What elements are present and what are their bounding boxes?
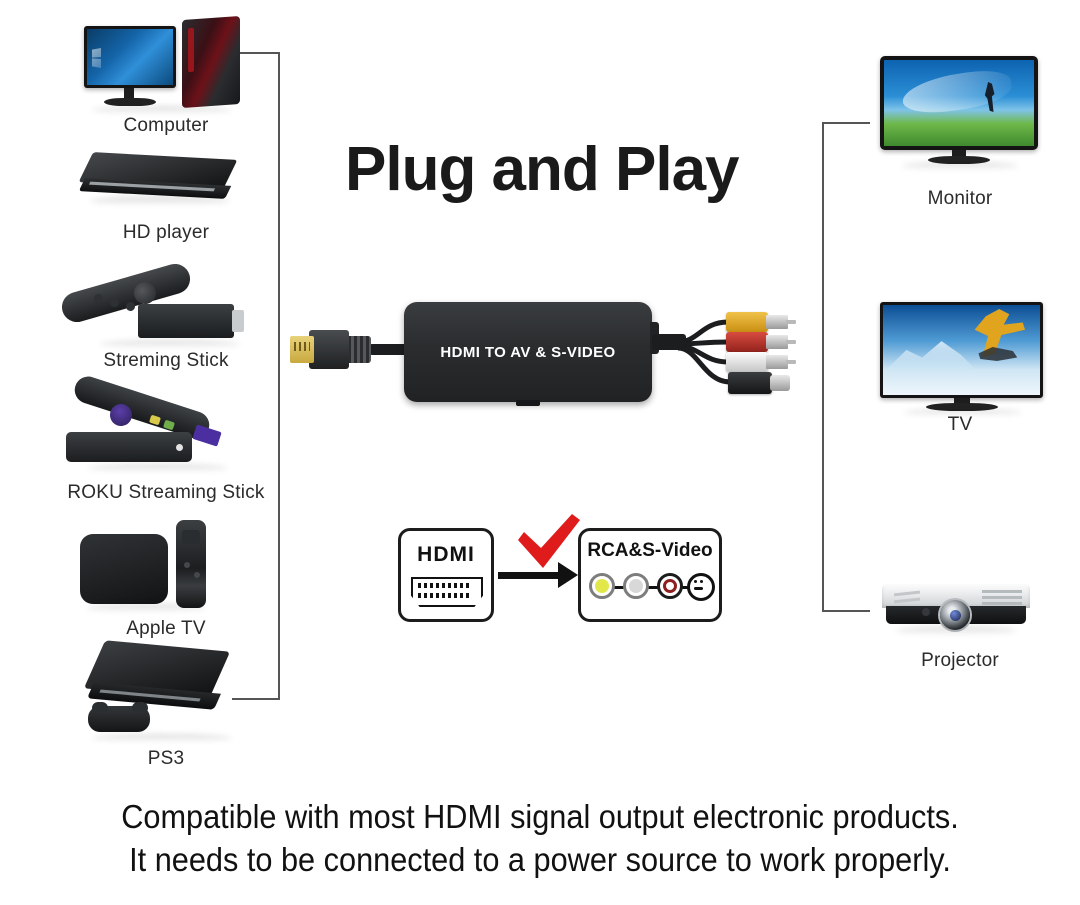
page-title: Plug and Play — [345, 135, 740, 204]
converter-base-foot — [516, 400, 540, 406]
source-label-streaming-stick: Streming Stick — [103, 350, 229, 371]
bracket-tick-bottom — [824, 610, 870, 612]
dvd-player-icon — [76, 152, 246, 214]
hdmi-grip — [345, 336, 371, 363]
rca-tip-video — [766, 315, 788, 329]
rca-pin-audio-right — [786, 340, 796, 344]
source-label-computer: Computer — [123, 115, 209, 136]
s-video-tip — [770, 375, 790, 391]
source-label-ps3: PS3 — [147, 748, 185, 769]
s-video-port-icon — [687, 573, 715, 601]
rca-output-box: RCA&S-Video — [578, 528, 722, 622]
roku-stick-icon — [58, 373, 258, 480]
hdmi-plug-shell — [309, 330, 349, 369]
rca-tip-audio-left — [766, 355, 788, 369]
desktop-computer-icon — [78, 12, 253, 114]
red-check-icon — [518, 514, 580, 568]
display-label-tv: TV — [947, 414, 973, 435]
hdmi-source-box: HDMI — [398, 528, 494, 622]
source-label-apple-tv: Apple TV — [126, 618, 206, 639]
rca-tip-audio-right — [766, 335, 788, 349]
audio-jack-white — [623, 573, 649, 599]
rca-pin-audio-left — [786, 360, 796, 364]
converter-label: HDMI TO AV & S-VIDEO — [440, 344, 616, 361]
playstation-console-icon — [76, 640, 256, 748]
audio-jack-red — [657, 573, 683, 599]
monitor-icon — [880, 56, 1040, 170]
rca-box-label: RCA&S-Video — [587, 540, 713, 561]
source-label-hd-player: HD player — [122, 222, 210, 243]
bracket-tick-top — [824, 122, 870, 124]
rca-pin-video — [786, 320, 796, 324]
s-video-plug — [728, 372, 772, 394]
arrow-shaft — [498, 572, 560, 579]
streaming-stick-icon — [58, 258, 260, 350]
converter-device: HDMI TO AV & S-VIDEO — [404, 302, 652, 402]
right-arrow-icon — [558, 562, 578, 588]
bracket-line — [822, 122, 824, 612]
bracket-tick-bottom — [232, 698, 278, 700]
caption-line-2: It needs to be connected to a power sour… — [129, 841, 951, 878]
rca-plug-audio-left-white — [726, 352, 768, 372]
hdmi-box-label: HDMI — [417, 543, 475, 566]
display-label-monitor: Monitor — [927, 188, 993, 209]
display-label-projector: Projector — [921, 650, 999, 671]
output-cable-trunk — [652, 334, 686, 350]
bracket-line — [278, 52, 280, 700]
television-icon — [880, 302, 1045, 416]
hdmi-port-icon — [411, 577, 483, 607]
source-label-roku: ROKU Streaming Stick — [67, 482, 265, 503]
caption-line-1: Compatible with most HDMI signal output … — [121, 798, 959, 835]
bracket-tick-top — [232, 52, 278, 54]
hdmi-cable — [368, 344, 418, 355]
video-jack-yellow — [589, 573, 615, 599]
rca-plug-video-yellow — [726, 312, 768, 332]
rca-plug-audio-right-red — [726, 332, 768, 352]
output-cable-fanout — [677, 319, 731, 385]
apple-tv-box-icon — [80, 516, 230, 612]
projector-icon — [878, 578, 1038, 648]
hdmi-plug-contacts — [290, 336, 314, 363]
